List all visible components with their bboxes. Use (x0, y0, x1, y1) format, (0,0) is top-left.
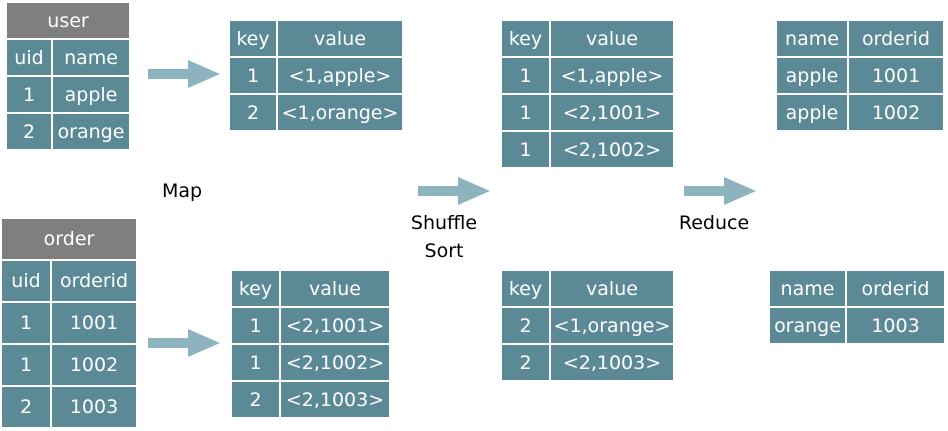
table-cell: 1003 (845, 306, 946, 345)
table-cell: <1,apple> (549, 56, 675, 95)
table-cell: 1001 (847, 56, 945, 95)
table-cell: 2 (500, 306, 551, 345)
table-cell: <2,1001> (549, 93, 675, 132)
table-cell: <2,1002> (549, 130, 675, 169)
shuffle-top-header-value: value (549, 19, 675, 58)
table-cell: 2 (228, 93, 278, 132)
table-cell: <2,1001> (279, 306, 391, 345)
reduce-bottom-header-orderid: orderid (845, 269, 946, 308)
reduce-label: Reduce (678, 212, 750, 234)
order-header-orderid: orderid (49, 259, 139, 303)
table-cell: 1003 (49, 385, 139, 429)
table-cell: 1 (0, 343, 52, 387)
table-cell: orange (50, 112, 132, 151)
arrow-right-icon (148, 60, 220, 88)
arrow-right-icon (418, 177, 490, 205)
user-header-name: name (50, 38, 132, 77)
table-cell: <1,orange> (549, 306, 675, 345)
map-bottom-header-key: key (230, 269, 281, 308)
table-cell: <2,1002> (279, 343, 391, 382)
table-cell: 1 (228, 56, 278, 95)
table-cell: 1 (500, 56, 551, 95)
reduce-bottom-header-name: name (768, 269, 847, 308)
table-cell: 1001 (49, 301, 139, 345)
reduce-top-header-name: name (775, 19, 849, 58)
user-header-uid: uid (5, 38, 53, 77)
user-table-title: user (4, 1, 132, 40)
map-top-header-key: key (228, 19, 278, 58)
shuffle-top-header-key: key (500, 19, 551, 58)
table-cell: <1,apple> (276, 56, 404, 95)
sort-label: Sort (424, 240, 464, 262)
order-header-uid: uid (0, 259, 52, 303)
table-cell: 1 (500, 130, 551, 169)
shuffle-bottom-header-key: key (500, 269, 551, 308)
arrow-right-icon (684, 177, 756, 205)
order-table-title: order (0, 217, 139, 261)
table-cell: <2,1003> (279, 380, 391, 419)
table-cell: 2 (230, 380, 281, 419)
table-cell: <2,1003> (549, 343, 675, 382)
table-cell: 1002 (49, 343, 139, 387)
table-cell: 2 (5, 112, 53, 151)
map-bottom-header-value: value (279, 269, 391, 308)
table-cell: 1 (230, 306, 281, 345)
shuffle-label: Shuffle (410, 212, 478, 234)
table-cell: 2 (500, 343, 551, 382)
table-cell: orange (768, 306, 847, 345)
map-top-header-value: value (276, 19, 404, 58)
map-label: Map (161, 180, 203, 202)
arrow-right-icon (148, 329, 220, 357)
table-cell: <1,orange> (276, 93, 404, 132)
table-cell: 1 (500, 93, 551, 132)
shuffle-bottom-header-value: value (549, 269, 675, 308)
table-cell: 2 (0, 385, 52, 429)
table-cell: apple (775, 93, 849, 132)
table-cell: 1002 (847, 93, 945, 132)
reduce-top-header-orderid: orderid (847, 19, 945, 58)
table-cell: apple (50, 75, 132, 114)
table-cell: apple (775, 56, 849, 95)
table-cell: 1 (0, 301, 52, 345)
table-cell: 1 (5, 75, 53, 114)
table-cell: 1 (230, 343, 281, 382)
